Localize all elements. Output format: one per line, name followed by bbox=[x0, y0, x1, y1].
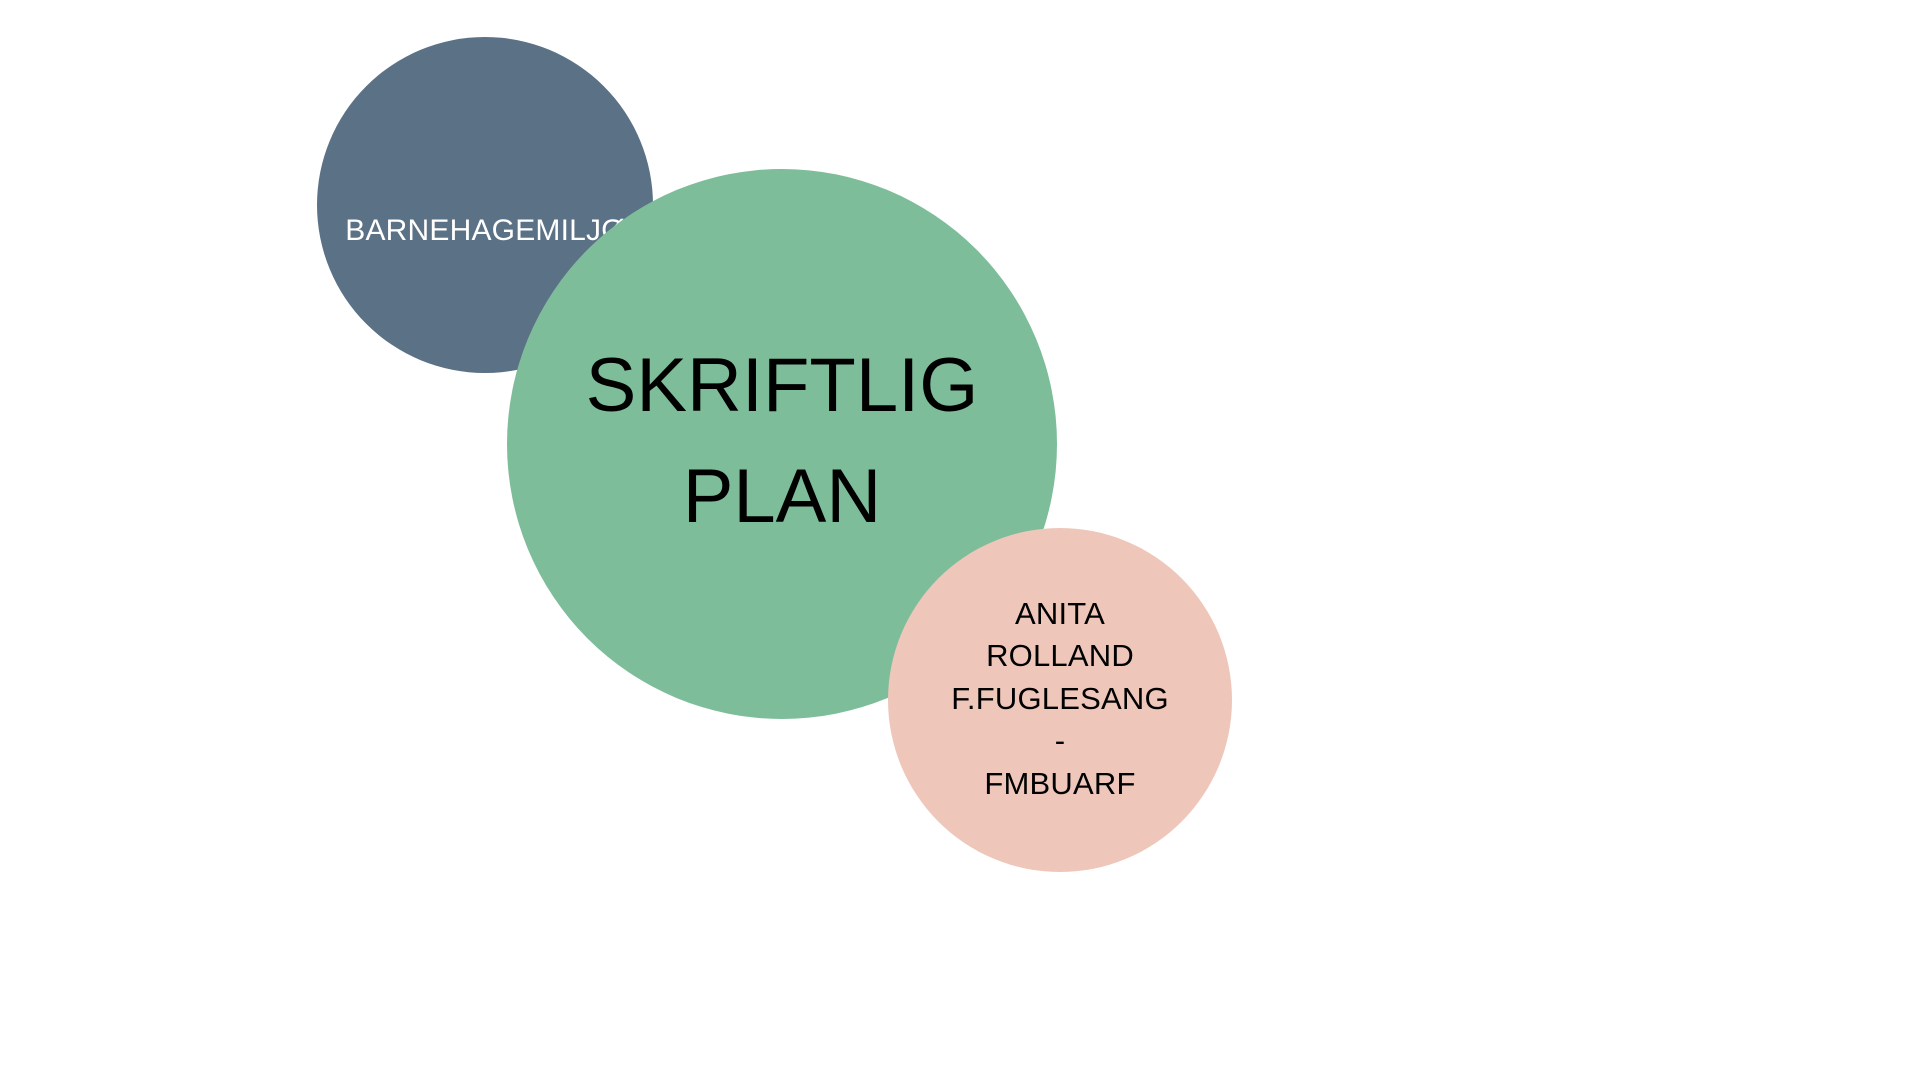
topic-bubble-label: BARNEHAGEMILJØ bbox=[345, 214, 625, 247]
title-bubble-label: SKRIFTLIG PLAN bbox=[585, 343, 979, 539]
author-bubble-label: ANITA ROLLAND F.FUGLESANG - FMBUARF bbox=[951, 595, 1169, 801]
author-bubble[interactable]: ANITA ROLLAND F.FUGLESANG - FMBUARF bbox=[888, 528, 1232, 872]
topic-bubble[interactable]: BARNEHAGEMILJØ bbox=[317, 37, 653, 373]
